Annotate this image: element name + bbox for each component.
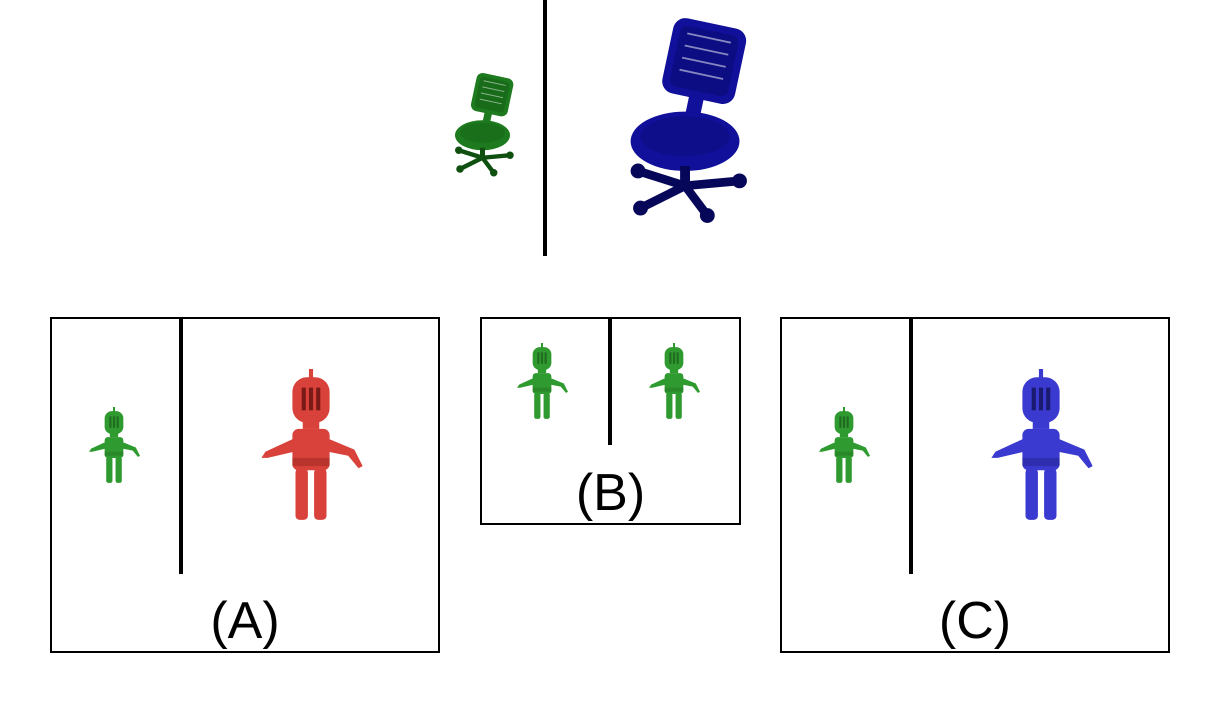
large-red-knight-icon [261,369,363,520]
panel-c-divider [909,319,913,574]
panel-b-label: (B) [575,464,646,522]
top-divider [543,0,547,256]
large-chair-icon [630,15,749,223]
green-knight-left-icon [517,343,568,419]
panel-a: (A) [50,317,440,653]
large-blue-knight-icon [991,369,1093,520]
panel-b: (B) [480,317,741,525]
small-green-knight-icon [819,407,870,483]
panel-c-label: (C) [938,592,1012,650]
panel-b-divider [608,319,612,445]
panel-c: (C) [780,317,1170,653]
small-green-knight-icon [89,407,140,483]
panel-a-divider [179,319,183,574]
small-chair-icon [455,71,515,177]
panel-a-label: (A) [210,592,280,650]
green-knight-right-icon [649,343,700,419]
